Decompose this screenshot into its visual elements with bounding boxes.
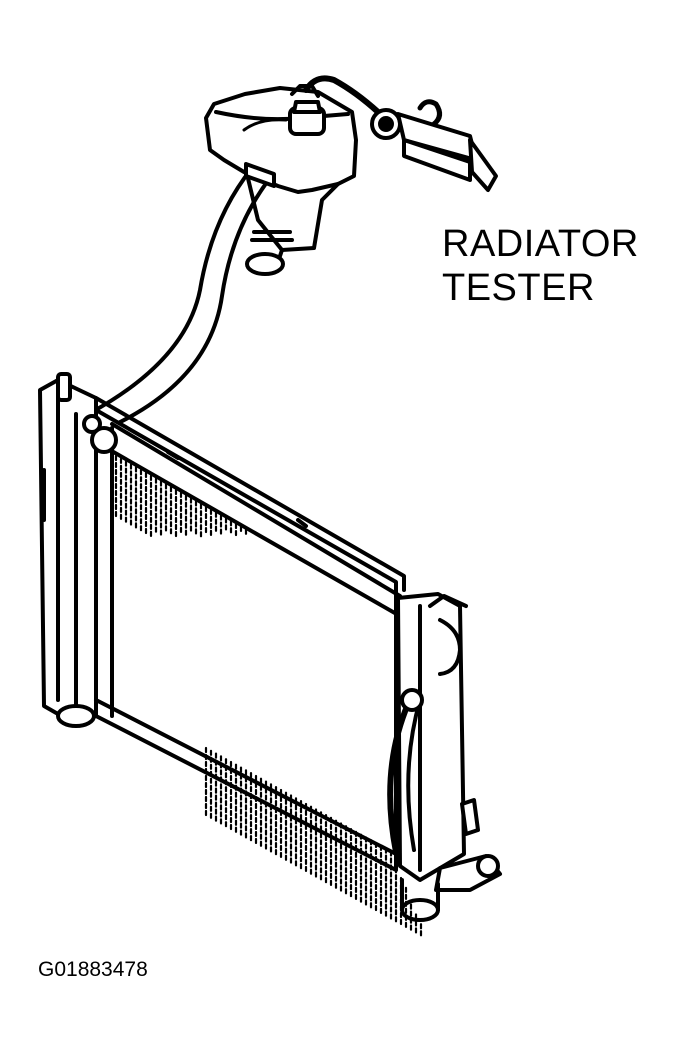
radiator-tester-callout: RADIATOR TESTER	[442, 222, 639, 310]
radiator-body	[38, 372, 502, 922]
radiator-tester	[303, 75, 498, 192]
radiator-core-fins	[114, 454, 423, 937]
overflow-hose	[90, 162, 276, 428]
figure-id: G01883478	[38, 958, 148, 981]
coolant-reservoir	[204, 84, 358, 276]
callout-line-2: TESTER	[442, 267, 595, 309]
callout-line-1: RADIATOR	[442, 223, 639, 265]
